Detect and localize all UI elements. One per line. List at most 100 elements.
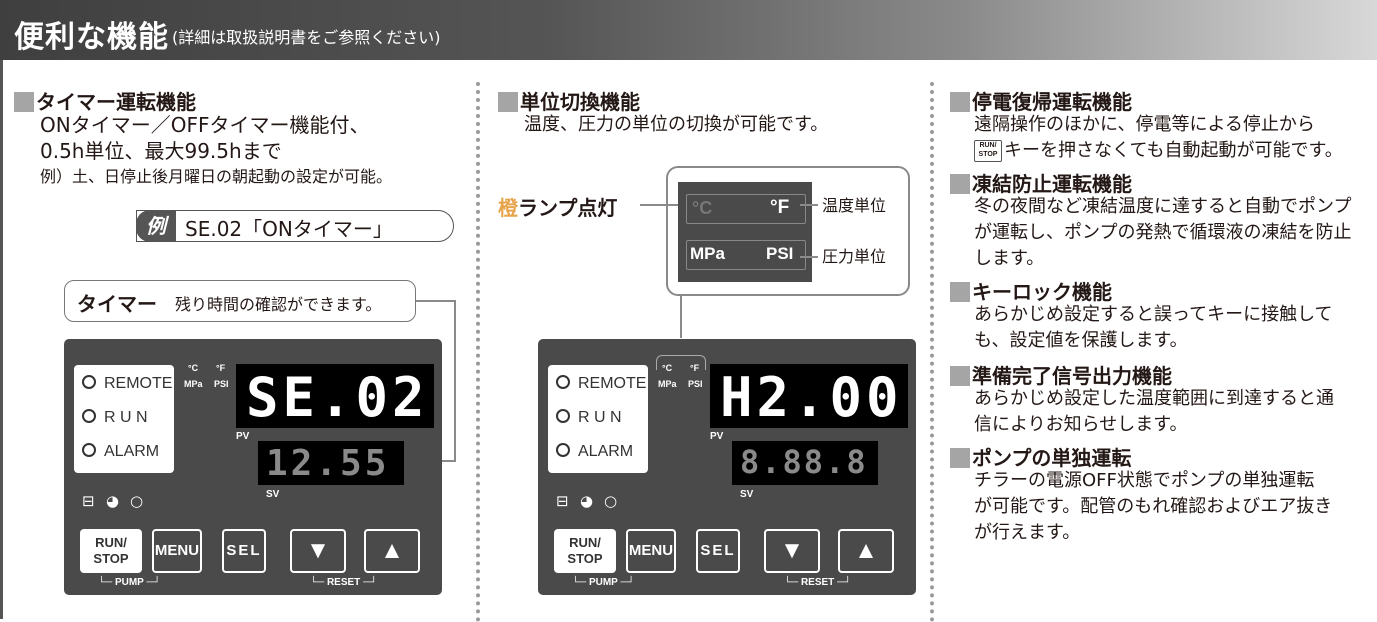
frame-connector xyxy=(680,296,682,338)
pv-display: SE.02 xyxy=(236,364,434,429)
down-button[interactable]: ▼ xyxy=(290,529,346,573)
temp-connector xyxy=(800,204,818,206)
temp-unit-group xyxy=(686,194,806,224)
pv-label: PV xyxy=(236,431,250,442)
reset-bracket: └─ RESET ─┘ xyxy=(310,577,378,588)
pv-value: H2.00 xyxy=(720,366,903,429)
unit-f-lamp: °F xyxy=(690,363,700,373)
mpa-unit: MPa xyxy=(690,244,725,263)
lamp-run: R U N xyxy=(556,409,622,427)
pump-bracket: └─ PUMP ─┘ xyxy=(572,577,635,588)
menu-button[interactable]: MENU xyxy=(152,529,202,573)
sv-value: 12.55 xyxy=(266,443,390,484)
clock-icon: ◕ xyxy=(106,492,120,510)
run-stop-button[interactable]: RUN/STOP xyxy=(80,529,142,573)
celsius-unit: °C xyxy=(692,198,713,218)
timer-callout: タイマー 残り時間の確認ができます。 xyxy=(64,280,416,322)
timer-heading: タイマー運転機能 xyxy=(14,86,196,115)
status-lamp-box: REMOTE R U N ALARM xyxy=(548,365,648,473)
keylock-line-1: あらかじめ設定すると誤ってキーに接触して xyxy=(974,304,1333,325)
up-arrow-icon: ▲ xyxy=(380,537,404,564)
unit-c-lamp: °C xyxy=(662,363,673,373)
press-unit-label: 圧力単位 xyxy=(822,247,887,266)
unit-psi-lamp: PSI xyxy=(688,379,703,389)
menu-button[interactable]: MENU xyxy=(626,529,676,573)
square-bullet-icon xyxy=(950,92,970,112)
unit-heading: 単位切換機能 xyxy=(498,86,640,115)
psi-unit: PSI xyxy=(766,244,794,263)
run-stop-key-icon: RUN/STOP xyxy=(974,140,1002,162)
control-panel-2: REMOTE R U N ALARM °C °F MPa PSI H2.00 P… xyxy=(538,339,916,595)
down-button[interactable]: ▼ xyxy=(764,529,820,573)
pump-bracket: └─ PUMP ─┘ xyxy=(98,577,161,588)
keylock-line-2: も、設定値を保護します。 xyxy=(974,330,1188,351)
sel-button[interactable]: SEL xyxy=(696,529,740,573)
unit-text: 温度、圧力の単位の切換が可能です。 xyxy=(524,114,829,135)
freeze-line-1: 冬の夜間など凍結温度に達すると自動でポンプ xyxy=(974,196,1352,217)
timer-icon: ⊟ xyxy=(82,492,95,510)
example-title: SE.02「ONタイマー」 xyxy=(185,217,393,241)
section-title: 便利な機能 xyxy=(14,20,169,55)
pv-display: H2.00 xyxy=(710,364,908,429)
up-button[interactable]: ▲ xyxy=(364,529,420,573)
down-arrow-icon: ▼ xyxy=(780,537,804,564)
sv-display: 12.55 xyxy=(258,441,404,485)
timer-example-note: 例）土、日停止後月曜日の朝起動の設定が可能。 xyxy=(40,167,393,186)
control-panel-1: REMOTE R U N ALARM °C °F MPa PSI SE.02 P… xyxy=(64,339,442,595)
lamp-remote: REMOTE xyxy=(556,375,646,393)
unit-detail-frame xyxy=(666,166,910,296)
left-border xyxy=(0,60,3,619)
ready-signal-heading: 準備完了信号出力機能 xyxy=(950,360,1172,389)
lamp-alarm: ALARM xyxy=(82,443,159,461)
square-bullet-icon xyxy=(950,282,970,302)
unit-psi-lamp: PSI xyxy=(214,379,229,389)
unit-c-lamp: °C xyxy=(188,363,199,373)
power-recovery-line-1: 遠隔操作のほかに、停電等による停止から xyxy=(974,114,1315,135)
sv-display: 8.88.8 xyxy=(732,441,878,485)
timer-icon: ⊟ xyxy=(556,492,569,510)
power-recovery-line-2: キーを押さなくても自動起動が可能です。 xyxy=(1004,140,1343,161)
run-stop-button[interactable]: RUN/STOP xyxy=(554,529,616,573)
callout-connector-v xyxy=(454,300,456,460)
freeze-line-2: が運転し、ポンプの発熱で循環液の凍結を防止 xyxy=(974,222,1352,243)
lamp-alarm: ALARM xyxy=(556,443,633,461)
timer-line-1: ONタイマー／OFFタイマー機能付、 xyxy=(40,113,370,137)
orange-lamp-label: 橙ランプ点灯 xyxy=(498,196,618,220)
pump-only-line-1: チラーの電源OFF状態でポンプの単独運転 xyxy=(974,470,1315,491)
press-unit-group xyxy=(686,240,806,270)
column-divider-1 xyxy=(476,82,480,622)
power-recovery-heading: 停電復帰運転機能 xyxy=(950,86,1132,115)
pump-only-line-3: が行えます。 xyxy=(974,522,1081,543)
refresh-icon: ○ xyxy=(130,492,144,510)
pv-value: SE.02 xyxy=(246,366,429,429)
ready-signal-line-2: 信によりお知らせします。 xyxy=(974,414,1188,435)
lamp-run: R U N xyxy=(82,409,148,427)
unit-mpa-lamp: MPa xyxy=(184,379,203,389)
unit-f-lamp: °F xyxy=(216,363,226,373)
callout-connector-h2 xyxy=(432,460,456,462)
unit-detail-panel: °C °F MPa PSI xyxy=(678,182,812,282)
square-bullet-icon xyxy=(950,366,970,386)
sv-value: 8.88.8 xyxy=(740,443,868,481)
down-arrow-icon: ▼ xyxy=(306,537,330,564)
orange-connector xyxy=(640,204,682,206)
timer-line-2: 0.5h単位、最大99.5hまで xyxy=(40,139,282,163)
pump-only-line-2: が可能です。配管のもれ確認およびエア抜き xyxy=(974,496,1333,517)
unit-mpa-lamp: MPa xyxy=(658,379,677,389)
fahrenheit-unit: °F xyxy=(770,197,790,218)
pump-only-heading: ポンプの単独運転 xyxy=(950,442,1131,471)
keylock-heading: キーロック機能 xyxy=(950,276,1112,305)
freeze-heading: 凍結防止運転機能 xyxy=(950,168,1132,197)
up-button[interactable]: ▲ xyxy=(838,529,894,573)
pv-label: PV xyxy=(710,431,724,442)
section-subtitle: (詳細は取扱説明書をご参照ください) xyxy=(172,28,441,47)
reset-bracket: └─ RESET ─┘ xyxy=(784,577,852,588)
ready-signal-line-1: あらかじめ設定した温度範囲に到達すると通 xyxy=(974,388,1334,409)
square-bullet-icon xyxy=(950,174,970,194)
lamp-remote: REMOTE xyxy=(82,375,172,393)
square-bullet-icon xyxy=(950,448,970,468)
unit-bracket xyxy=(656,355,706,370)
clock-icon: ◕ xyxy=(580,492,594,510)
press-connector xyxy=(800,256,818,258)
sel-button[interactable]: SEL xyxy=(222,529,266,573)
